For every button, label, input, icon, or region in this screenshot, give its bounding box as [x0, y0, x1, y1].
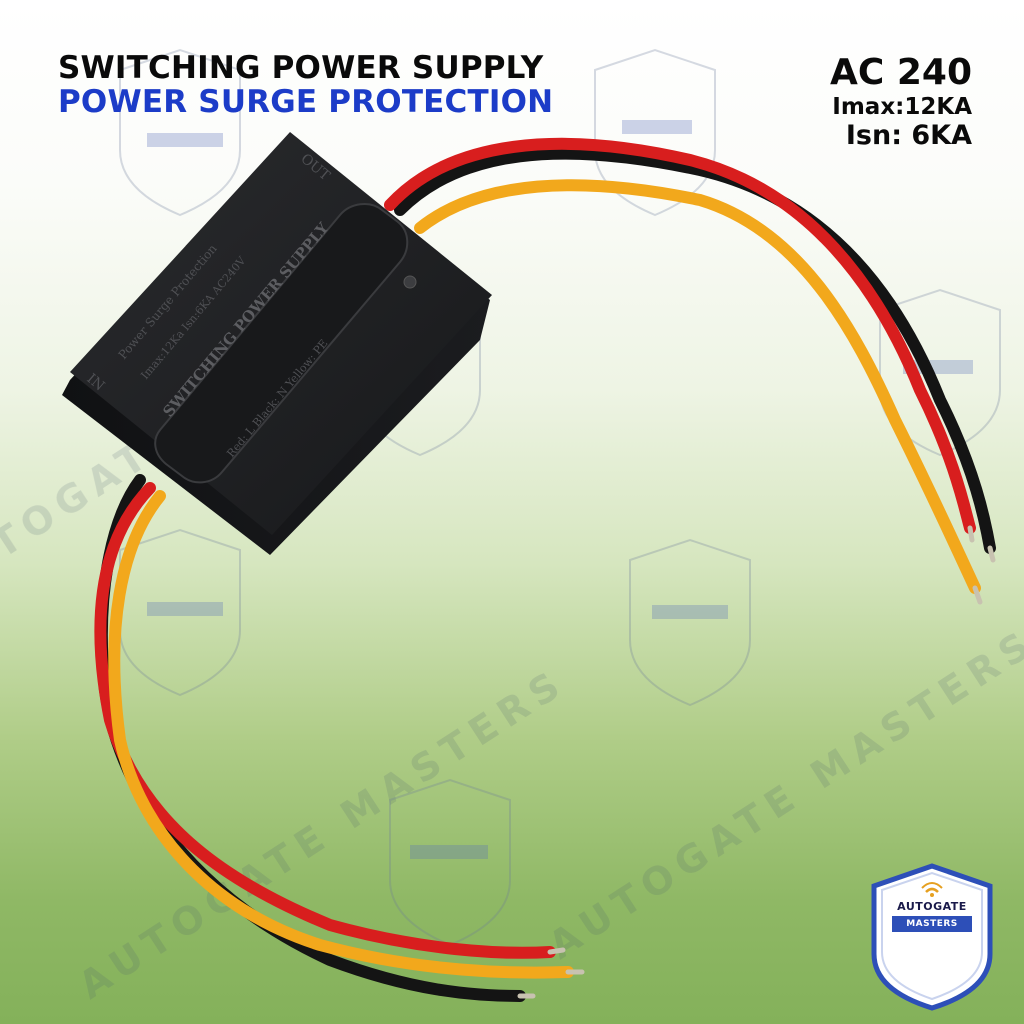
- wires-input: [94, 474, 585, 1002]
- wire-yellow-out: [414, 179, 981, 594]
- spec-voltage: AC 240: [830, 52, 972, 93]
- surge-protector-device: SWITCHING POWER SUPPLY Power Surge Prote…: [62, 132, 492, 555]
- led-indicator-icon: [403, 275, 417, 289]
- spec-imax: Imax:12KA: [832, 94, 972, 120]
- logo-text-masters: MASTERS: [892, 916, 972, 932]
- page-subtitle: POWER SURGE PROTECTION: [58, 84, 554, 120]
- shield-icon: [871, 863, 993, 1011]
- logo-text-autogate: AUTOGATE: [897, 900, 967, 913]
- wire-yellow-in: [108, 490, 574, 979]
- wire-red-out: [384, 137, 976, 534]
- page-title: SWITCHING POWER SUPPLY: [58, 50, 544, 86]
- signal-icon: [925, 887, 939, 893]
- wires-output: [384, 137, 996, 605]
- wire-red-in: [94, 482, 556, 959]
- brand-logo: AUTOGATE MASTERS: [868, 862, 996, 1012]
- spec-isn: Isn: 6KA: [845, 120, 972, 151]
